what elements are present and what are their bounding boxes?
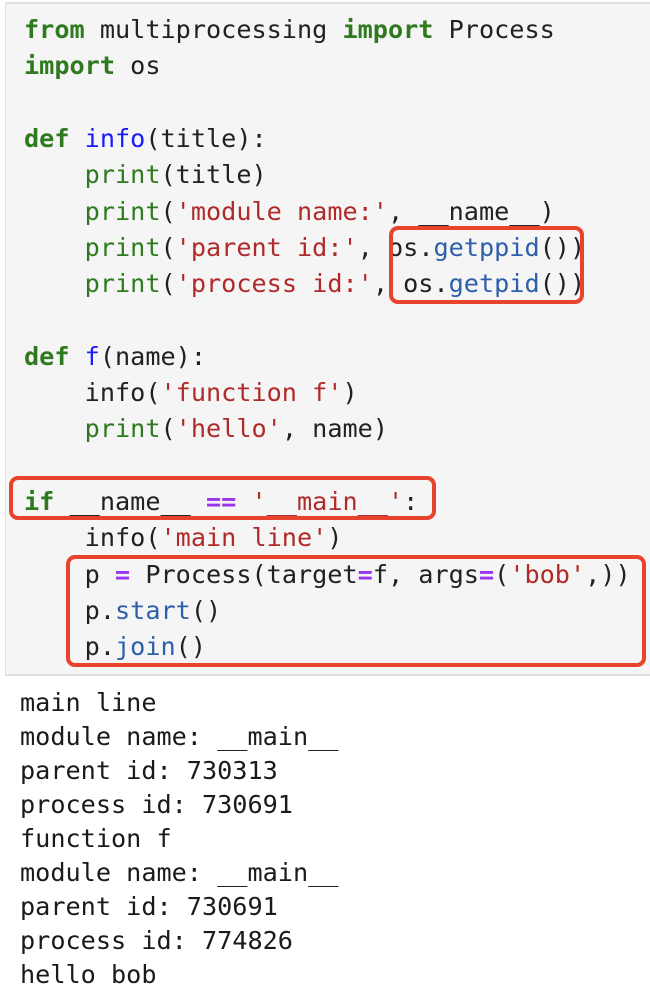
code-token: print — [84, 414, 161, 444]
code-token: 'parent id:' — [175, 232, 358, 262]
output-line: module name: __main__ — [20, 722, 339, 751]
code-token: , os. — [372, 269, 449, 299]
code-token: (name): — [99, 341, 206, 371]
code-token: () — [190, 595, 222, 625]
output-line: process id: 730691 — [20, 790, 293, 819]
code-token: ()) — [539, 269, 586, 299]
code-token: import — [342, 15, 434, 44]
code-token: print — [84, 160, 161, 190]
code-line: p.start() — [24, 593, 222, 629]
code-token — [24, 414, 85, 443]
output-line: main line — [20, 688, 157, 717]
code-token: import — [24, 51, 115, 81]
code-token: 'hello' — [175, 414, 282, 444]
code-token: ( — [160, 414, 176, 444]
code-token: from — [24, 15, 85, 44]
code-token: Process(target — [130, 559, 358, 589]
code-line: print('module name:', __name__) — [24, 194, 555, 230]
code-line: p.join() — [24, 629, 206, 665]
code-token: , name) — [281, 414, 388, 444]
highlight-process-block — [66, 555, 646, 667]
code-token: , os. — [357, 232, 434, 262]
code-token: join — [115, 632, 176, 662]
code-line: print('parent id:', os.getppid()) — [24, 230, 585, 266]
code-token — [24, 160, 85, 189]
code-token: def — [24, 341, 70, 371]
code-token: ) — [327, 523, 343, 553]
code-token: , __name__) — [387, 196, 555, 226]
code-token: getppid — [433, 232, 540, 262]
code-token: os — [115, 51, 161, 81]
code-token: f — [84, 341, 100, 371]
code-token: f, args — [372, 559, 479, 589]
code-token: __name__ — [54, 486, 206, 516]
code-token: == — [206, 486, 237, 516]
highlight-if-main — [9, 476, 436, 520]
highlight-getppid-getpid — [389, 226, 584, 304]
output-line: hello bob — [20, 960, 157, 989]
code-token: : — [403, 486, 419, 516]
code-line: print('process id:', os.getpid()) — [24, 266, 585, 302]
code-token: ( — [494, 559, 510, 589]
code-line: if __name__ == '__main__': — [24, 484, 418, 520]
code-token: print — [84, 232, 161, 262]
code-token: if — [24, 486, 55, 516]
code-token: multiprocessing — [84, 15, 343, 44]
code-token: = — [357, 559, 373, 589]
code-token: () — [175, 632, 207, 662]
code-token: 'process id:' — [175, 269, 373, 299]
code-token: print — [84, 196, 161, 226]
code-token: (title) — [160, 160, 267, 190]
code-line: p = Process(target=f, args=('bob',)) — [24, 557, 631, 593]
code-token: = — [115, 559, 131, 589]
code-line: info('function f') — [24, 375, 358, 411]
output-line: parent id: 730691 — [20, 892, 278, 921]
code-line: from multiprocessing import Process — [24, 12, 555, 48]
code-token — [70, 342, 85, 371]
code-token: def — [24, 123, 70, 153]
code-line: print('hello', name) — [24, 411, 388, 447]
code-token: 'module name:' — [175, 196, 388, 226]
code-line: import os — [24, 48, 161, 84]
output-line: process id: 774826 — [20, 926, 293, 955]
code-token: ()) — [539, 232, 586, 262]
code-token: '__main__' — [251, 486, 404, 516]
code-token: 'main line' — [160, 523, 328, 553]
code-token: 'bob' — [509, 559, 586, 589]
code-token: print — [84, 269, 161, 299]
code-token — [70, 124, 85, 153]
code-line: print(title) — [24, 157, 267, 193]
code-token: start — [115, 595, 191, 625]
code-token — [24, 269, 85, 298]
code-line: def info(title): — [24, 121, 267, 157]
code-token: ,)) — [585, 559, 631, 589]
code-line: def f(name): — [24, 339, 206, 375]
code-token: ( — [160, 269, 176, 299]
code-token: (title): — [145, 123, 267, 153]
code-line: info('main line') — [24, 520, 343, 556]
code-token: ( — [160, 232, 176, 262]
output-line: parent id: 730313 — [20, 756, 278, 785]
code-token — [24, 233, 85, 262]
code-token — [24, 197, 85, 226]
code-token: info — [84, 123, 146, 153]
output-line: function f — [20, 824, 172, 853]
code-token: p. — [24, 632, 115, 662]
output-line: module name: __main__ — [20, 858, 339, 887]
code-token: info( — [24, 523, 161, 553]
code-token: info( — [24, 378, 161, 407]
code-token: p — [24, 559, 115, 589]
code-token: getpid — [448, 269, 540, 299]
code-token: p. — [24, 595, 115, 625]
code-token: = — [478, 559, 495, 589]
code-token: Process — [433, 15, 555, 44]
code-token: ) — [342, 378, 358, 407]
code-token: ( — [160, 196, 176, 226]
code-token: 'function f' — [160, 378, 343, 407]
